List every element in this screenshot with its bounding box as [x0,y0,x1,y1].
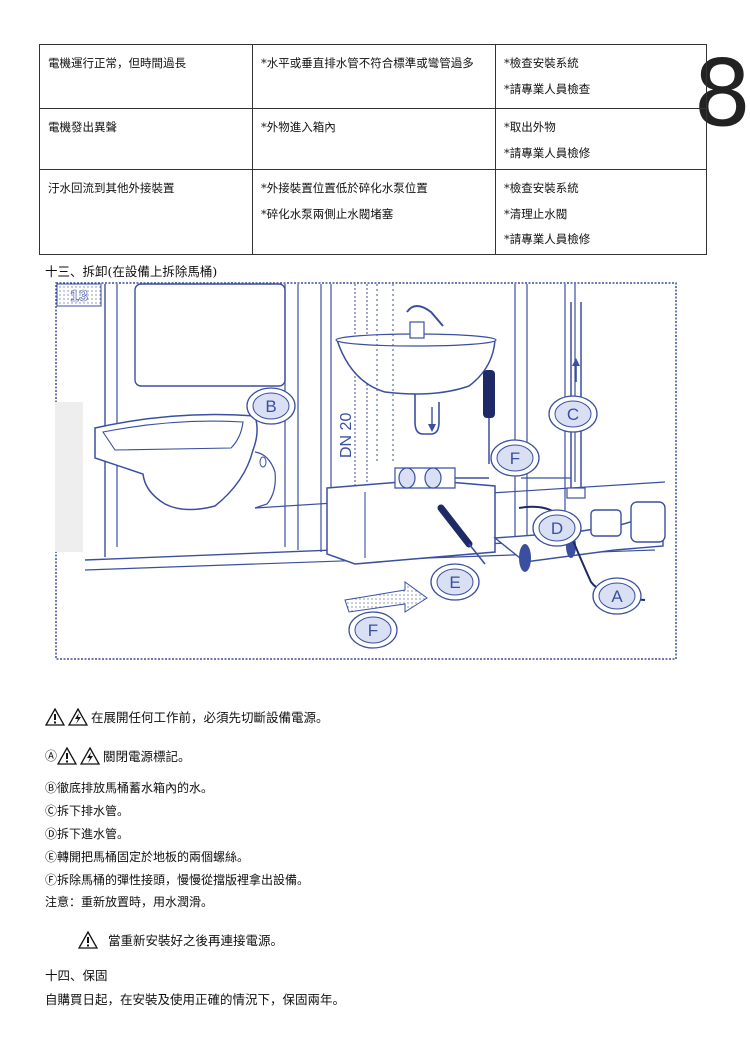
disassembly-figure: DN 20 B C F D [55,282,677,660]
cause-cell: *水平或垂直排水管不符合標準或彎管過多 [252,44,496,109]
callout-f-lower: F [348,611,398,649]
problem-cell: 電機發出異聲 [39,108,253,170]
pipe-size-label: DN 20 [338,413,355,458]
power-warning: 在展開任何工作前，必須先切斷設備電源。 [45,707,329,726]
svg-text:F: F [510,449,520,468]
step-d: Ⓓ拆下進水管。 [45,827,130,841]
svg-text:C: C [567,405,579,424]
section-14-title: 十四、保固 [45,968,108,983]
callout-d: D [532,509,582,547]
table-row: 電機發出異聲 *外物進入箱內 *取出外物*請專業人員檢修 [39,108,707,170]
callout-e: E [430,563,480,601]
warning-triangle-icon [57,746,78,765]
table-row: 汙水回流到其他外接裝置 *外接裝置位置低於碎化水泵位置*碎化水泵兩側止水閥堵塞 … [39,169,707,255]
solution-cell: *檢查安裝系統*清理止水閥*請專業人員檢修 [495,169,707,255]
step-e: Ⓔ轉開把馬桶固定於地板的兩個螺絲。 [45,850,250,864]
svg-text:B: B [265,397,276,416]
warranty-text: 自購買日起，在安裝及使用正確的情況下，保固兩年。 [45,992,346,1007]
electric-hazard-icon [68,707,88,726]
problem-cell: 電機運行正常，但時間過長 [39,44,253,109]
warning-triangle-icon [78,930,98,949]
svg-text:A: A [611,587,623,606]
lubrication-note: 注意：重新放置時，用水潤滑。 [45,895,214,909]
troubleshooting-table: 電機運行正常，但時間過長 *水平或垂直排水管不符合標準或彎管過多 *檢查安裝系統… [39,44,707,255]
solution-cell: *檢查安裝系統*請專業人員檢查 [495,44,707,109]
reconnect-warning: 當重新安裝好之後再連接電源。 [78,930,283,949]
svg-text:E: E [449,573,460,592]
svg-text:F: F [368,621,378,640]
callout-c: C [548,395,598,433]
step-b: Ⓑ徹底排放馬桶蓄水箱內的水。 [45,781,214,795]
cause-cell: *外接裝置位置低於碎化水泵位置*碎化水泵兩側止水閥堵塞 [252,169,496,255]
cause-cell: *外物進入箱內 [252,108,496,170]
callout-a: A [592,577,642,615]
callout-b: B [246,387,296,425]
problem-cell: 汙水回流到其他外接裝置 [39,169,253,255]
solution-cell: *取出外物*請專業人員檢修 [495,108,707,170]
table-row: 電機運行正常，但時間過長 *水平或垂直排水管不符合標準或彎管過多 *檢查安裝系統… [39,44,707,109]
svg-text:13: 13 [70,288,88,305]
step-a: Ⓐ 關閉電源標記。 [45,746,191,765]
section-13-title: 十三、拆卸(在設備上拆除馬桶) [45,264,218,279]
svg-text:D: D [551,519,563,538]
callout-f-upper: F [490,439,540,477]
step-c: Ⓒ拆下排水管。 [45,804,130,818]
step-f: Ⓕ拆除馬桶的彈性接頭，慢慢從擋版裡拿出設備。 [45,873,310,887]
figure-badge: 13 [56,283,102,307]
warning-triangle-icon [45,707,65,726]
electric-hazard-icon [80,746,101,765]
